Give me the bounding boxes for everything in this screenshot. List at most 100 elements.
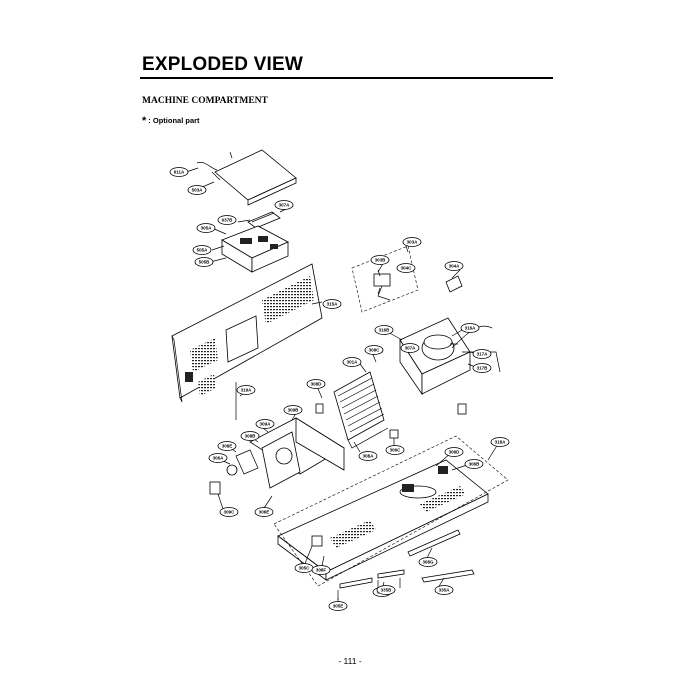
- callout-c-309c: 309C: [219, 507, 239, 517]
- callout-label: 316B: [379, 328, 391, 333]
- condenser-part: [315, 371, 399, 449]
- callout-oval: [342, 357, 362, 367]
- callout-oval: [385, 445, 405, 455]
- base-plate-part: [277, 459, 489, 581]
- callout-label: 306B: [469, 462, 481, 467]
- callout-oval: [322, 299, 342, 309]
- callout-c-308f: 308F: [311, 565, 331, 575]
- callout-c-306a: 306A: [208, 453, 228, 463]
- seal-part: [247, 211, 281, 229]
- callout-label: 308B: [245, 434, 257, 439]
- control-box-part: [221, 225, 289, 273]
- callout-oval: [311, 565, 331, 575]
- callout-layer: 611A 503A 307A 637B 305A 505A 505B 303A 303B 304C…: [169, 167, 510, 611]
- callout-label: 308G: [422, 560, 434, 565]
- section-heading: MACHINE COMPARTMENT: [142, 96, 268, 106]
- callout-label: 304A: [449, 264, 461, 269]
- callout-oval: [376, 585, 396, 595]
- callout-oval: [460, 323, 480, 333]
- callout-label: 505A: [197, 248, 209, 253]
- callout-c-335b: 335B: [376, 585, 396, 595]
- callout-label: 308F: [316, 568, 327, 573]
- callout-oval: [274, 200, 294, 210]
- callout-c-307a: 307A: [274, 200, 294, 210]
- callout-oval: [236, 385, 256, 395]
- callout-oval: [240, 431, 260, 441]
- callout-label: 303A: [407, 240, 419, 245]
- callout-oval: [370, 255, 390, 265]
- callout-c-308c: 308C: [364, 345, 384, 355]
- callout-c-319a: 319A: [236, 385, 256, 395]
- callout-oval: [217, 215, 237, 225]
- back-panel-part: [171, 263, 323, 403]
- callout-label: 305C: [299, 566, 311, 571]
- callout-label: 305E: [333, 604, 344, 609]
- callout-label: 308D: [311, 382, 323, 387]
- callout-c-308e: 308E: [217, 441, 237, 451]
- callout-c-316a: 316A: [460, 323, 480, 333]
- callout-label: 308A: [363, 454, 375, 459]
- callout-label: 317B: [477, 366, 489, 371]
- callout-label: 307A: [405, 346, 417, 351]
- callout-oval: [434, 585, 454, 595]
- callout-oval: [187, 185, 207, 195]
- callout-c-503a: 503A: [187, 185, 207, 195]
- callout-c-306d: 306D: [444, 447, 464, 457]
- callout-label: 318A: [495, 440, 507, 445]
- callout-c-611a: 611A: [169, 167, 189, 177]
- callout-oval: [196, 223, 216, 233]
- callout-c-307b: 307A: [400, 343, 420, 353]
- callout-c-505b: 505B: [194, 257, 214, 267]
- callout-c-335a: 335A: [434, 585, 454, 595]
- callout-c-303a: 303A: [402, 237, 422, 247]
- callout-oval: [194, 257, 214, 267]
- callout-c-301a: 301A: [342, 357, 362, 367]
- top-cover-part: [196, 149, 297, 206]
- callout-c-308b: 308B: [240, 431, 260, 441]
- callout-oval: [444, 447, 464, 457]
- callout-label: 503A: [192, 188, 204, 193]
- compressor-part: [399, 317, 501, 415]
- callout-c-308a: 308A: [358, 451, 378, 461]
- callout-oval: [219, 507, 239, 517]
- callout-label: 505B: [199, 260, 211, 265]
- page-number: - 111 -: [338, 656, 362, 666]
- callout-c-304c: 304C: [396, 263, 416, 273]
- callout-c-318a: 318A: [490, 437, 510, 447]
- callout-oval: [464, 459, 484, 469]
- callout-c-309b: 309B: [283, 405, 303, 415]
- callout-oval: [169, 167, 189, 177]
- rail-parts: [337, 529, 475, 600]
- callout-oval: [217, 441, 237, 451]
- callout-label: 303B: [375, 258, 387, 263]
- callout-oval: [328, 601, 348, 611]
- callout-c-315a: 315A: [322, 299, 342, 309]
- callout-label: 309B: [288, 408, 300, 413]
- callout-label: 306E: [259, 510, 270, 515]
- callout-c-306e: 306E: [254, 507, 274, 517]
- base-dashed-outline: [273, 435, 509, 587]
- callout-label: 309C: [224, 510, 236, 515]
- callout-c-305c: 305C: [294, 563, 314, 573]
- callout-c-308g: 308G: [418, 557, 438, 567]
- callout-oval: [374, 325, 394, 335]
- callout-c-305e: 305E: [328, 601, 348, 611]
- callout-label: 306A: [213, 456, 225, 461]
- optional-note-text: : Optional part: [148, 116, 200, 125]
- callout-label: 316A: [465, 326, 477, 331]
- callout-oval: [255, 419, 275, 429]
- clip-part: [445, 275, 463, 293]
- callout-c-505a: 505A: [192, 245, 212, 255]
- callout-label: 305A: [201, 226, 213, 231]
- callout-label: 319A: [241, 388, 253, 393]
- callout-label: 317A: [477, 352, 489, 357]
- optional-star: *: [142, 115, 147, 127]
- callout-oval: [490, 437, 510, 447]
- callout-c-305a: 305A: [196, 223, 216, 233]
- callout-label: 637B: [222, 218, 234, 223]
- callout-oval: [396, 263, 416, 273]
- callout-oval: [472, 349, 492, 359]
- callout-label: 335B: [381, 588, 393, 593]
- callout-label: 611A: [174, 170, 185, 175]
- callout-oval: [418, 557, 438, 567]
